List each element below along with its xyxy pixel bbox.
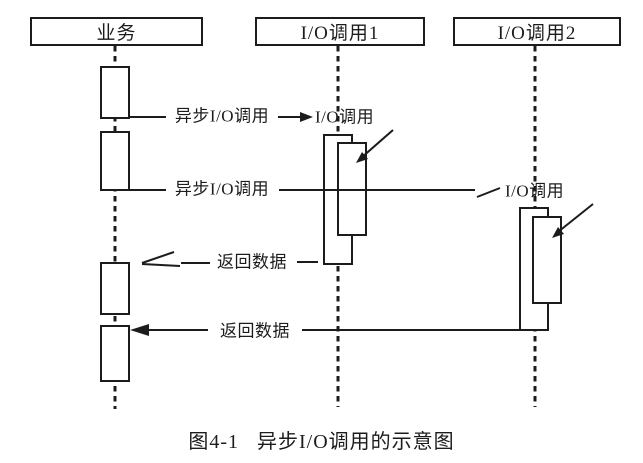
actor-box-io-call-1: I/O调用1 (255, 17, 425, 46)
actor-box-io-call-2: I/O调用2 (453, 17, 621, 46)
figure-caption-number: 图4-1 (188, 431, 239, 453)
actor-label-io-call-1: I/O调用1 (300, 23, 380, 44)
message-label-async-io-call-1: 异步I/O调用 (174, 106, 270, 126)
figure-caption-title: 异步I/O调用的示意图 (257, 431, 455, 453)
activation-business-1 (100, 66, 130, 119)
message-label-return-data-2: 返回数据 (220, 321, 290, 341)
arrow-return1-head-barb-top (141, 251, 175, 264)
annotation-arrow1-head-icon (356, 152, 368, 163)
arrow-async1-head-icon (300, 112, 313, 122)
annotation-arrow2-line (557, 203, 594, 233)
actor-label-io-call-2: I/O调用2 (497, 23, 577, 44)
activation-business-4 (100, 325, 130, 382)
figure-caption: 图4-1 异步I/O调用的示意图 (0, 425, 643, 454)
message-label-io-call-annotation-1: I/O调用 (315, 107, 375, 127)
annotation-arrow1-line (360, 129, 394, 159)
arrow-return1-head-barb-bottom (141, 263, 181, 267)
annotation-arrow2-head-icon (552, 227, 564, 238)
activation-business-3 (100, 262, 130, 315)
arrow-async2-head-icon (476, 187, 501, 198)
actor-label-business: 业务 (96, 23, 137, 44)
actor-box-business: 业务 (30, 17, 203, 46)
arrow-return2-head-icon (130, 324, 149, 336)
message-label-async-io-call-2: 异步I/O调用 (174, 179, 270, 199)
message-label-return-data-1: 返回数据 (217, 252, 287, 272)
message-label-io-call-annotation-2: I/O调用 (505, 181, 565, 201)
activation-business-2 (100, 131, 130, 191)
